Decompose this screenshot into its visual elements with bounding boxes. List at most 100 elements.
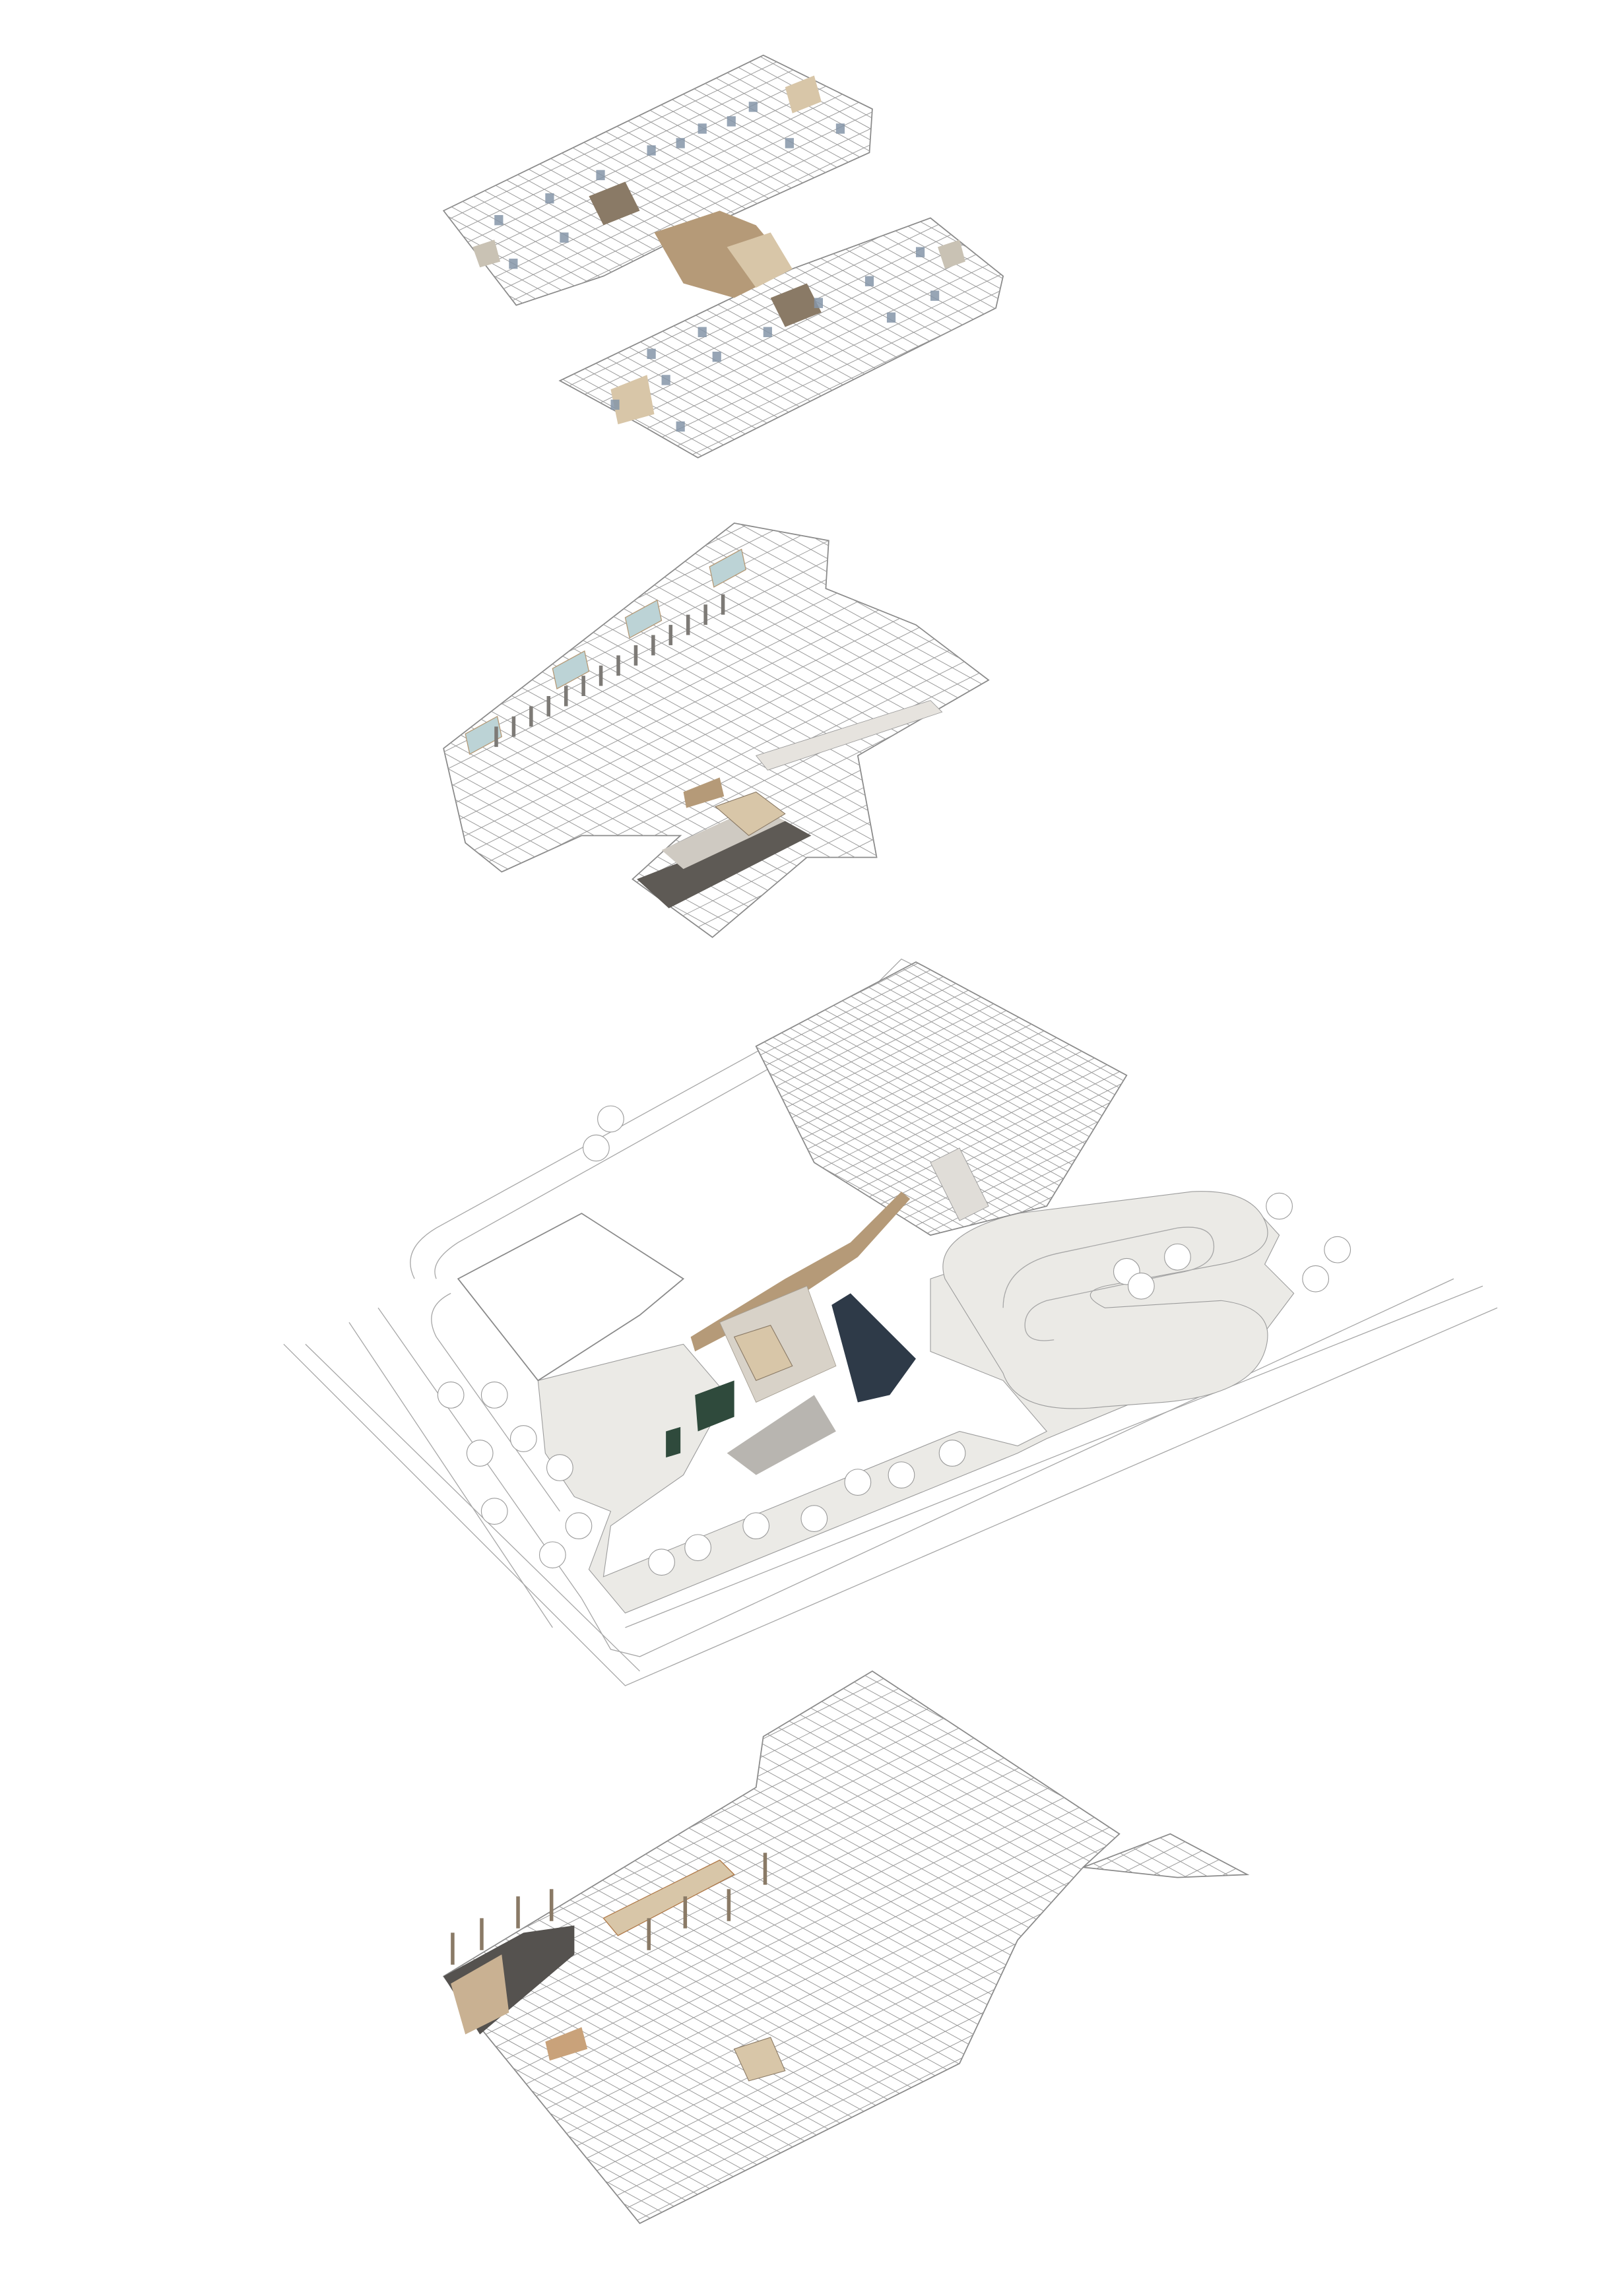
tree xyxy=(1128,1272,1155,1300)
partition-wall xyxy=(821,1671,1248,1902)
partition-wall xyxy=(443,523,878,738)
trees xyxy=(437,1105,1351,1576)
tree xyxy=(546,1454,573,1481)
bathroom-pod xyxy=(698,327,707,337)
tree xyxy=(565,1512,593,1540)
partition-wall xyxy=(798,1671,1248,1915)
atrium-core xyxy=(714,791,786,837)
partition-wall xyxy=(1004,210,1010,214)
tree xyxy=(742,1512,770,1540)
site-boundary xyxy=(410,958,917,1279)
partition-wall xyxy=(651,523,989,706)
partition-wall xyxy=(936,430,1004,458)
partition-wall xyxy=(443,523,538,567)
drop-off-island xyxy=(1002,1227,1215,1341)
basement-floor-plan xyxy=(436,1664,1253,2231)
column xyxy=(480,1918,484,1950)
end-block xyxy=(785,75,822,113)
partition-wall xyxy=(443,1671,530,1711)
partition-wall xyxy=(1058,962,1127,994)
upper-floor-wing-south xyxy=(558,217,1004,459)
partition-wall xyxy=(560,442,595,458)
partition-wall xyxy=(812,55,872,88)
partition-wall xyxy=(872,962,1127,1097)
partition-wall xyxy=(436,2225,446,2231)
partition-wall xyxy=(837,381,1004,458)
partition-wall xyxy=(756,1211,806,1236)
rooflights xyxy=(465,548,747,755)
ground-floor-site-plan xyxy=(283,952,1498,1686)
partition-wall xyxy=(443,924,474,938)
tree xyxy=(888,1461,915,1488)
end-block xyxy=(610,375,655,425)
partition-wall xyxy=(443,1671,634,1764)
partition-wall xyxy=(443,910,498,938)
partition-wall xyxy=(443,55,534,98)
partition-wall xyxy=(756,1229,772,1236)
partition-wall xyxy=(756,1220,789,1236)
partition-wall xyxy=(443,870,572,938)
end-block xyxy=(472,239,501,268)
partition-wall xyxy=(443,2175,537,2223)
green-wall xyxy=(666,1426,681,1458)
partition-wall xyxy=(970,523,989,530)
partition-wall xyxy=(897,523,989,571)
column xyxy=(546,696,551,717)
column xyxy=(599,665,603,686)
column xyxy=(686,614,690,635)
partition-wall xyxy=(1000,2103,1248,2223)
partition-wall xyxy=(814,853,989,938)
partition-wall xyxy=(1252,1664,1253,1665)
road-edge xyxy=(581,1278,1454,1657)
rooflight xyxy=(552,650,590,690)
partition-wall xyxy=(930,2068,1248,2223)
partition-wall xyxy=(756,962,837,996)
partition-wall xyxy=(749,952,758,957)
column xyxy=(451,1932,455,1965)
partition-wall xyxy=(560,430,615,458)
partition-wall xyxy=(756,1192,840,1236)
partition-wall xyxy=(895,2051,1248,2223)
partition-wall xyxy=(756,962,967,1062)
partition-wall xyxy=(443,2200,492,2223)
road-edge xyxy=(283,1307,1498,1686)
partition-wall xyxy=(756,962,784,970)
partition-wall xyxy=(756,1182,857,1236)
partition-wall xyxy=(832,55,872,77)
partition-wall xyxy=(443,55,467,66)
tree xyxy=(648,1548,675,1576)
partition-wall xyxy=(443,883,547,938)
partition-wall xyxy=(443,55,500,82)
partition-wall xyxy=(443,76,872,290)
partition-wall xyxy=(1002,1671,1248,1802)
column xyxy=(616,655,620,676)
partition-wall xyxy=(1047,1671,1248,1777)
partition-wall xyxy=(487,124,872,305)
column xyxy=(549,1889,554,1921)
bathroom-pod xyxy=(763,327,772,337)
column xyxy=(721,594,725,615)
partition-wall xyxy=(872,523,989,584)
bridge-walkway xyxy=(755,700,943,771)
entrance-wall xyxy=(930,1147,989,1221)
partition-wall xyxy=(443,55,601,130)
partition-wall xyxy=(443,1671,704,1798)
bathroom-pods xyxy=(494,102,940,432)
partition-wall xyxy=(965,929,989,938)
rooflight xyxy=(624,599,663,639)
partition-wall xyxy=(1025,962,1127,1012)
site-boundary xyxy=(431,1292,560,1512)
first-floor-plan xyxy=(443,522,990,938)
partition-wall xyxy=(853,55,872,66)
site-linework xyxy=(283,952,1498,1686)
bathroom-pod xyxy=(835,123,845,134)
partition-wall xyxy=(851,872,989,938)
partition-wall xyxy=(1209,2208,1248,2223)
tree xyxy=(800,1505,828,1533)
column xyxy=(763,1853,767,1885)
partition-wall xyxy=(443,55,567,114)
bathroom-pod xyxy=(560,232,569,243)
wood-room xyxy=(545,2027,588,2061)
tree xyxy=(684,1534,711,1562)
